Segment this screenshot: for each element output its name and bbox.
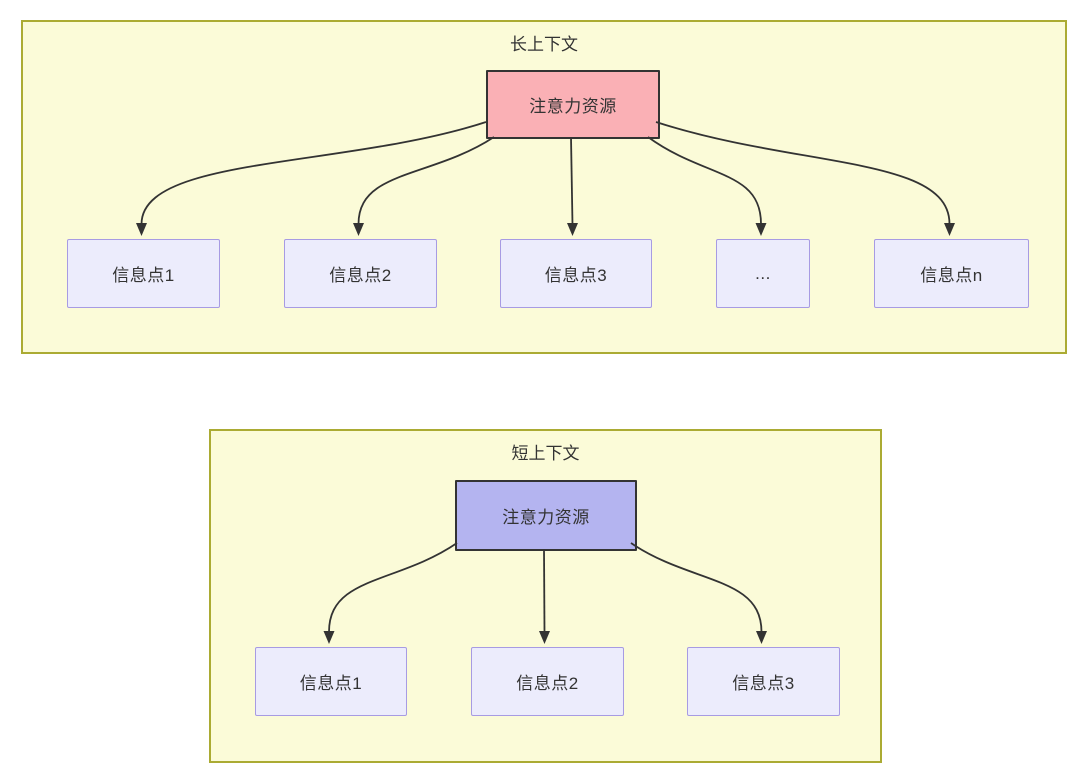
long-context-container: 长上下文 注意力资源 信息点1 信息点2 信息点3 ... 信息点n bbox=[21, 20, 1067, 354]
short-info-point-3: 信息点3 bbox=[687, 647, 840, 716]
long-context-title: 长上下文 bbox=[510, 35, 578, 54]
short-context-title: 短上下文 bbox=[511, 444, 580, 463]
short-attention-resource-node: 注意力资源 bbox=[455, 480, 637, 551]
short-context-container: 短上下文 注意力资源 信息点1 信息点2 信息点3 bbox=[209, 429, 882, 763]
long-info-point-1: 信息点1 bbox=[67, 239, 220, 308]
short-info-point-2: 信息点2 bbox=[471, 647, 624, 716]
long-info-point-n: 信息点n bbox=[874, 239, 1029, 308]
short-info-point-1: 信息点1 bbox=[255, 647, 407, 716]
long-info-point-3: 信息点3 bbox=[500, 239, 652, 308]
long-info-point-ellipsis: ... bbox=[716, 239, 810, 308]
long-attention-resource-node: 注意力资源 bbox=[486, 70, 660, 139]
long-info-point-2: 信息点2 bbox=[284, 239, 437, 308]
